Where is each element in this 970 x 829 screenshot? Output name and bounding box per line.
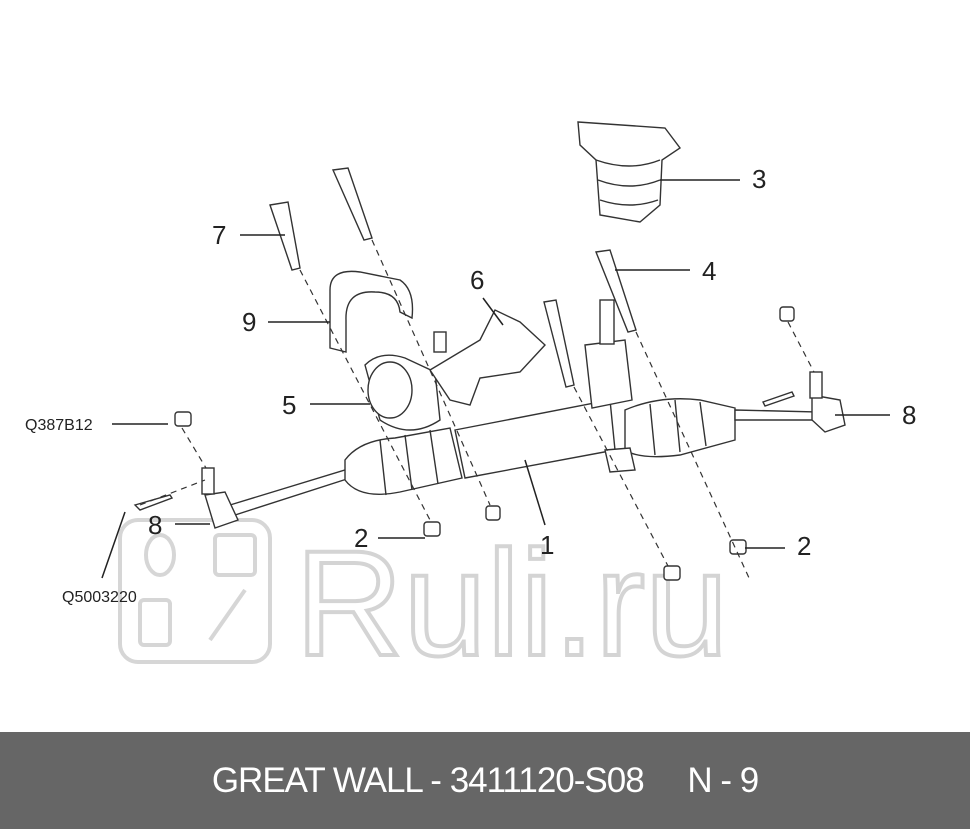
assembly-lines xyxy=(139,239,815,581)
callout-8-right: 8 xyxy=(902,400,916,430)
callout-nut-code: Q387B12 xyxy=(25,417,93,434)
callout-1: 1 xyxy=(540,530,554,560)
callout-pin-code: Q5003220 xyxy=(62,589,137,606)
callout-2-left: 2 xyxy=(354,523,368,553)
footer-position: N - 9 xyxy=(687,760,759,800)
part-1-steering-rack xyxy=(229,299,821,516)
callout-8-left: 8 xyxy=(148,510,162,540)
part-3-boot xyxy=(577,121,682,223)
footer-caption: GREAT WALL - 3411120-S08 N - 9 xyxy=(0,732,970,829)
footer-spacer xyxy=(644,761,688,801)
part-5-bushing xyxy=(364,354,441,431)
nuts xyxy=(133,306,795,581)
callout-5: 5 xyxy=(282,390,296,420)
callout-2-right: 2 xyxy=(797,531,811,561)
ruli-watermark: Ruli.ru xyxy=(118,517,730,689)
bolts xyxy=(269,167,637,388)
callout-3: 3 xyxy=(752,164,766,194)
footer-part-number: GREAT WALL - 3411120-S08 xyxy=(211,760,645,800)
part-6-bracket xyxy=(429,309,546,406)
steering-rack-exploded-diagram: Ruli.ru xyxy=(25,121,916,689)
callout-9: 9 xyxy=(242,307,256,337)
callout-4: 4 xyxy=(702,256,716,286)
callout-6: 6 xyxy=(470,265,484,295)
leader-lines xyxy=(101,179,890,579)
part-9-clamp xyxy=(329,270,414,353)
callout-7: 7 xyxy=(212,220,226,250)
part-8-tie-rod-ends xyxy=(201,371,846,529)
